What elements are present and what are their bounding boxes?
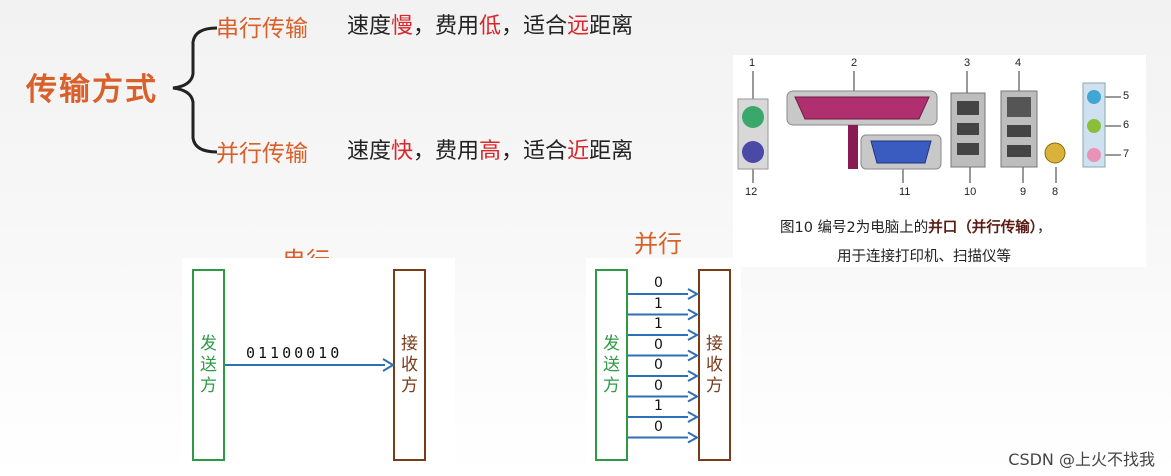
brace-icon — [172, 26, 218, 154]
parallel-arrow-3 — [628, 349, 700, 362]
parallel-bit-label: 0 — [654, 357, 663, 373]
parallel-desc-part: ，费用 — [413, 139, 480, 164]
serial-desc-part: 速度 — [347, 14, 392, 39]
parallel-desc-part: ，适合 — [501, 139, 568, 164]
parallel-arrows — [628, 288, 700, 444]
port-number-1: 1 — [749, 57, 756, 69]
ports-caption-line2: 用于连接打印机、扫描仪等 — [837, 249, 1011, 265]
port-number-3: 3 — [964, 57, 971, 69]
parallel-bit-label: 0 — [654, 336, 663, 353]
parallel-receiver-box: 接收方 — [698, 269, 731, 461]
parallel-cost-highlight: 高 — [479, 139, 502, 164]
parallel-sender-box: 发送方 — [595, 269, 628, 461]
computer-ports-illustration — [737, 71, 1121, 183]
parallel-bit-label: 0 — [654, 377, 663, 394]
serial-desc-part: ，适合 — [501, 14, 568, 39]
port-number-2: 2 — [851, 57, 858, 69]
parallel-distance-highlight: 近 — [567, 139, 590, 164]
serial-transmission-desc: 速度慢，费用低，适合远距离 — [347, 8, 633, 40]
parallel-receiver-label: 接收方 — [706, 333, 723, 396]
port-number-5: 5 — [1123, 90, 1130, 102]
serial-arrow — [225, 358, 395, 372]
parallel-arrow-6 — [628, 411, 700, 423]
serial-speed-highlight: 慢 — [391, 14, 414, 39]
parallel-diagram-title: 并行 — [634, 230, 682, 258]
caption-text: 图10 编号2为电脑上的 — [780, 220, 929, 236]
parallel-sender-label: 发送方 — [603, 333, 620, 396]
parallel-arrow-7 — [628, 431, 700, 444]
parallel-bit-label: 0 — [654, 275, 663, 291]
port-number-7: 7 — [1123, 148, 1130, 160]
parallel-desc-part: 距离 — [589, 139, 634, 164]
port-number-11: 11 — [899, 186, 911, 198]
parallel-desc-part: 速度 — [347, 139, 392, 164]
parallel-arrow-2 — [628, 329, 700, 341]
watermark: CSDN @上火不找我 — [1008, 450, 1155, 469]
parallel-arrow-5 — [628, 390, 700, 403]
caption-text: ， — [1037, 220, 1052, 236]
serial-receiver-box: 接收方 — [393, 269, 426, 461]
parallel-arrow-0 — [628, 288, 700, 300]
port-number-6: 6 — [1123, 119, 1130, 131]
port-number-4: 4 — [1015, 57, 1022, 69]
serial-cost-highlight: 低 — [479, 14, 502, 39]
serial-sender-box: 发送方 — [192, 269, 225, 461]
parallel-bit-label: 1 — [654, 316, 663, 332]
serial-desc-part: 距离 — [589, 14, 634, 39]
port-number-9: 9 — [1020, 186, 1027, 198]
parallel-speed-highlight: 快 — [391, 139, 414, 164]
main-title: 传输方式 — [26, 72, 158, 108]
port-number-8: 8 — [1052, 186, 1059, 198]
serial-transmission-label: 串行传输 — [216, 16, 308, 42]
serial-desc-part: ，费用 — [413, 14, 480, 39]
serial-receiver-label: 接收方 — [401, 333, 418, 396]
parallel-bit-label: 0 — [654, 418, 663, 435]
parallel-arrow-4 — [628, 370, 700, 382]
ports-caption-line1: 图10 编号2为电脑上的并口（并行传输）， — [780, 216, 1052, 237]
parallel-bit-label: 1 — [654, 295, 663, 312]
parallel-transmission-desc: 速度快，费用高，适合近距离 — [347, 133, 633, 165]
parallel-bit-label: 1 — [654, 398, 663, 414]
parallel-transmission-label: 并行传输 — [216, 141, 308, 167]
port-number-10: 10 — [964, 186, 977, 198]
serial-bit-sequence: 01100010 — [246, 344, 343, 362]
serial-sender-label: 发送方 — [200, 333, 217, 396]
parallel-arrow-1 — [628, 308, 700, 321]
caption-bold: 并口（并行传输） — [928, 220, 1038, 236]
serial-distance-highlight: 远 — [567, 14, 590, 39]
port-number-12: 12 — [745, 186, 758, 198]
